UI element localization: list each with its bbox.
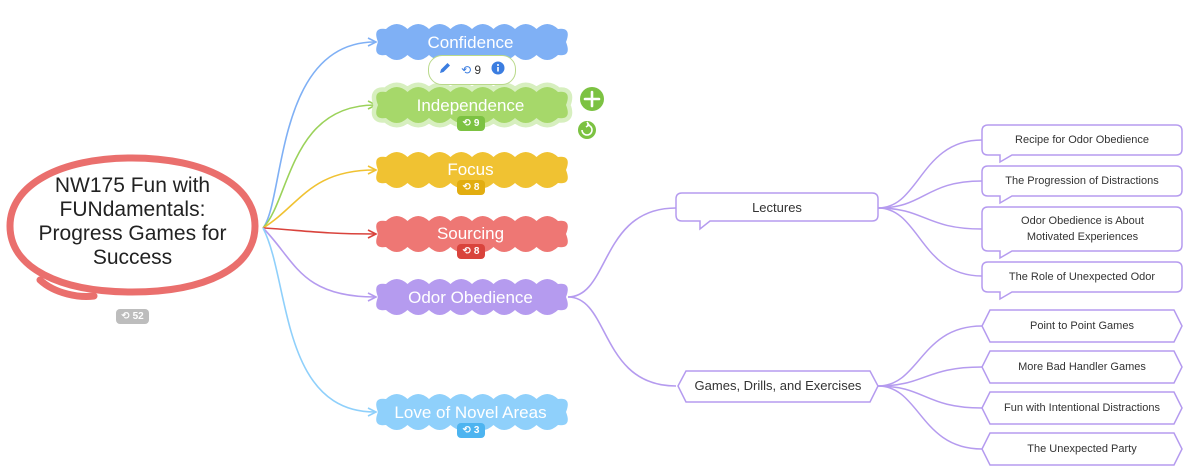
- root-link-count: 52: [132, 311, 144, 322]
- game-hex-3[interactable]: [981, 391, 1183, 425]
- novel-areas-link-badge[interactable]: ⟲3: [457, 423, 485, 438]
- link-icon: ⟲: [462, 182, 471, 193]
- connector-lectures: [567, 207, 677, 298]
- game-item-1[interactable]: Point to Point Games: [1030, 320, 1134, 332]
- lecture-bubble-1[interactable]: [981, 124, 1183, 164]
- root-outline: [6, 154, 259, 300]
- add-topic-button[interactable]: [580, 87, 604, 111]
- plus-icon: [583, 90, 601, 108]
- connector-confidence: [262, 41, 376, 229]
- connector-novel-areas: [262, 227, 376, 413]
- topic-confidence-label[interactable]: Confidence: [427, 33, 514, 52]
- game-item-2[interactable]: More Bad Handler Games: [1018, 361, 1146, 373]
- info-icon[interactable]: [489, 61, 507, 79]
- game-hex-4[interactable]: [981, 432, 1183, 466]
- topic-confidence-cloud[interactable]: [376, 24, 568, 60]
- link-icon: ⟲: [462, 118, 471, 129]
- topic-sourcing-label[interactable]: Sourcing: [436, 224, 505, 243]
- topic-independence-cloud[interactable]: [376, 87, 568, 123]
- game-hex-2[interactable]: [981, 350, 1183, 384]
- games-label[interactable]: Games, Drills, and Exercises: [694, 378, 862, 393]
- connector-focus: [262, 169, 376, 229]
- pencil-icon[interactable]: [437, 61, 453, 79]
- connector-games: [567, 296, 677, 387]
- lecture-item-1[interactable]: Recipe for Odor Obedience: [1015, 134, 1149, 146]
- link-icon: ⟲: [121, 311, 130, 322]
- lecture-item-2[interactable]: The Progression of Distractions: [1005, 175, 1159, 187]
- topic-focus-cloud[interactable]: [376, 152, 568, 188]
- node-toolbar: ⟲ 9: [428, 55, 516, 85]
- sourcing-link-badge[interactable]: ⟲8: [457, 244, 485, 259]
- root-topic-title[interactable]: NW175 Fun with FUNdamentals: Progress Ga…: [38, 174, 227, 269]
- lectures-label[interactable]: Lectures: [752, 200, 802, 215]
- independence-link-badge[interactable]: ⟲9: [457, 116, 485, 131]
- link-icon: ⟲: [462, 425, 471, 436]
- refresh-icon: [581, 121, 593, 136]
- game-item-3[interactable]: Fun with Intentional Distractions: [1004, 402, 1160, 414]
- topic-novel-areas-cloud[interactable]: [376, 394, 568, 430]
- connector-independence: [262, 104, 376, 229]
- focus-link-badge[interactable]: ⟲8: [457, 180, 485, 195]
- lecture-item-3[interactable]: Odor Obedience is About Motivated Experi…: [1021, 215, 1144, 243]
- topic-sourcing-cloud[interactable]: [376, 216, 568, 252]
- root-link-badge-bg: [116, 309, 149, 324]
- topic-independence-label[interactable]: Independence: [416, 96, 525, 115]
- topic-novel-areas-label[interactable]: Love of Novel Areas: [394, 403, 547, 422]
- lectures-callout[interactable]: [675, 192, 879, 231]
- lecture-bubble-4[interactable]: [981, 261, 1183, 301]
- topic-focus-label[interactable]: Focus: [447, 160, 494, 179]
- connector-odor-obedience: [262, 227, 376, 298]
- root-link-badge[interactable]: ⟲52: [116, 309, 149, 324]
- toolbar-link-count[interactable]: ⟲ 9: [460, 63, 482, 77]
- game-item-4[interactable]: The Unexpected Party: [1027, 443, 1137, 455]
- lecture-item-4[interactable]: The Role of Unexpected Odor: [1008, 271, 1156, 283]
- game-hex-1[interactable]: [981, 309, 1183, 343]
- topic-odor-obedience-cloud[interactable]: [376, 279, 568, 315]
- connector-sourcing: [262, 227, 376, 235]
- lecture-bubble-2[interactable]: [981, 165, 1183, 205]
- lecture-bubble-3[interactable]: [981, 206, 1183, 260]
- topic-odor-obedience-label[interactable]: Odor Obedience: [408, 288, 533, 307]
- games-hexagon[interactable]: [677, 370, 879, 403]
- link-icon: ⟲: [460, 63, 472, 77]
- link-icon: ⟲: [462, 246, 471, 257]
- refresh-button[interactable]: [578, 121, 596, 139]
